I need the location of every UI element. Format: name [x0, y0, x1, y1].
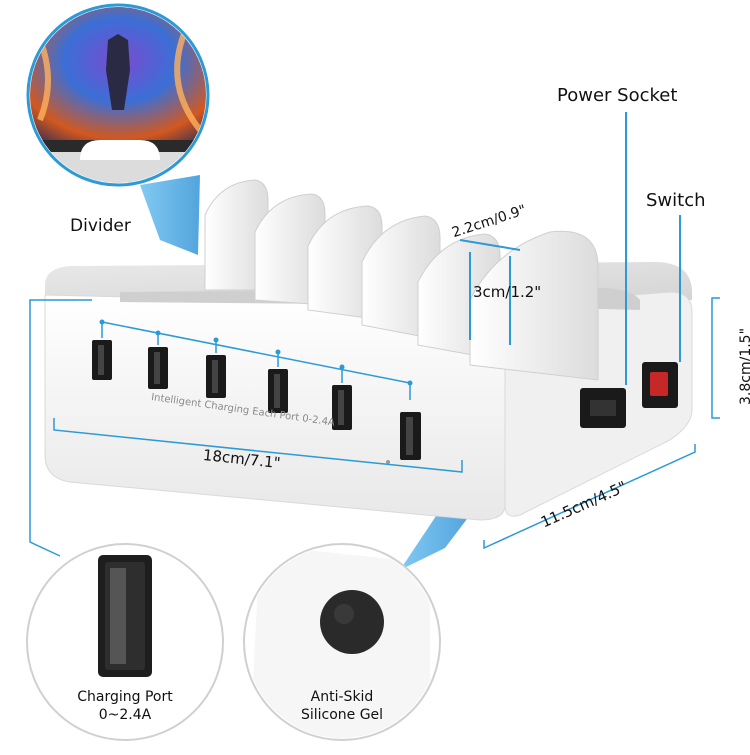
dividers — [204, 179, 599, 381]
divider-gap-line — [459, 239, 521, 251]
usb-ports — [92, 319, 421, 460]
usb-port-1 — [92, 319, 112, 380]
usb-connector-line — [101, 321, 411, 384]
switch-label: Switch — [646, 190, 706, 211]
antiskid-zoom-circle — [243, 543, 441, 741]
height-dimension: 3.8cm/1.5" — [738, 327, 750, 405]
divider-zoom-circle — [26, 3, 210, 187]
game-character — [106, 34, 130, 110]
antiskid-pad — [320, 590, 384, 654]
divider-closeup — [80, 140, 160, 160]
height-dimension-line — [711, 297, 720, 419]
charging-port-caption-line2: 0~2.4A — [98, 707, 152, 723]
antiskid-caption: Anti-Skid Silicone Gel — [262, 688, 422, 724]
width-dimension-line — [483, 444, 696, 550]
antiskid-caption-line2: Silicone Gel — [300, 707, 384, 723]
divider-6 — [469, 230, 599, 381]
indicator-led — [386, 460, 390, 464]
divider-height-dimension: 3cm/1.2" — [473, 283, 542, 301]
power-switch-rocker — [650, 372, 668, 396]
divider-1 — [204, 179, 269, 291]
antiskid-caption-line1: Anti-Skid — [310, 689, 374, 705]
charging-port-leader — [29, 299, 92, 557]
divider-callout-beam — [140, 175, 200, 255]
charging-port-caption: Charging Port 0~2.4A — [45, 688, 205, 724]
charging-port-caption-line1: Charging Port — [77, 689, 173, 705]
usb-port-3 — [206, 337, 226, 398]
charging-port-zoom-circle — [26, 543, 224, 741]
usb-port-6 — [400, 380, 421, 460]
usb-port-2 — [148, 330, 168, 389]
power-socket-label: Power Socket — [557, 85, 678, 106]
power-socket-inner — [590, 400, 616, 416]
antiskid-callout-beam — [400, 510, 470, 570]
usb-port-4 — [268, 349, 288, 413]
length-dimension-line — [53, 418, 463, 473]
divider-callout-label: Divider — [70, 216, 131, 236]
